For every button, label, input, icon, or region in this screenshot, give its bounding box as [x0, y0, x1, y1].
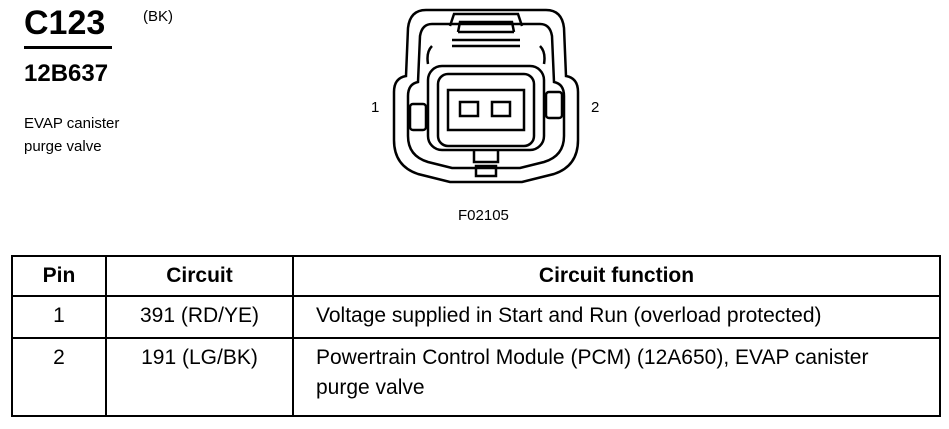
terminal-cavity-block [446, 88, 526, 132]
cell-pin: 1 [11, 295, 107, 339]
pin-label-2: 2 [591, 99, 600, 116]
cell-circuit: 191 (LG/BK) [105, 337, 294, 417]
cell-pin: 2 [11, 337, 107, 417]
part-number: 12B637 [24, 60, 109, 87]
pin-table: Pin Circuit Circuit function 1 391 (RD/Y… [11, 255, 941, 417]
connector-outer-housing [392, 8, 580, 184]
terminal-cavity-2 [490, 100, 512, 118]
connector-face-diagram [392, 8, 580, 184]
connector-inner-housing [406, 22, 566, 170]
pin-label-1: 1 [371, 99, 380, 116]
connector-right-ear [544, 90, 564, 120]
table-row: 2 191 (LG/BK) Powertrain Control Module … [11, 337, 941, 417]
connector-id: C123 [24, 4, 106, 42]
terminal-cavity-1 [458, 100, 480, 118]
cell-circuit: 391 (RD/YE) [105, 295, 294, 339]
connector-key [472, 150, 500, 178]
header-circuit-function: Circuit function [292, 255, 941, 297]
table-row: 1 391 (RD/YE) Voltage supplied in Start … [11, 295, 941, 339]
cell-circuit-function: Voltage supplied in Start and Run (overl… [292, 295, 941, 339]
figure-code: F02105 [458, 207, 509, 224]
connector-left-ear [408, 102, 428, 132]
connector-color-code: (BK) [143, 8, 173, 25]
component-description-line-2: purge valve [24, 138, 102, 155]
cell-circuit-function: Powertrain Control Module (PCM) (12A650)… [292, 337, 941, 417]
connector-lock-tab [448, 12, 524, 34]
table-header-row: Pin Circuit Circuit function [11, 255, 941, 297]
component-description-line-1: EVAP canister [24, 115, 120, 132]
header-circuit: Circuit [105, 255, 294, 297]
connector-id-underline [24, 46, 112, 49]
header-pin: Pin [11, 255, 107, 297]
